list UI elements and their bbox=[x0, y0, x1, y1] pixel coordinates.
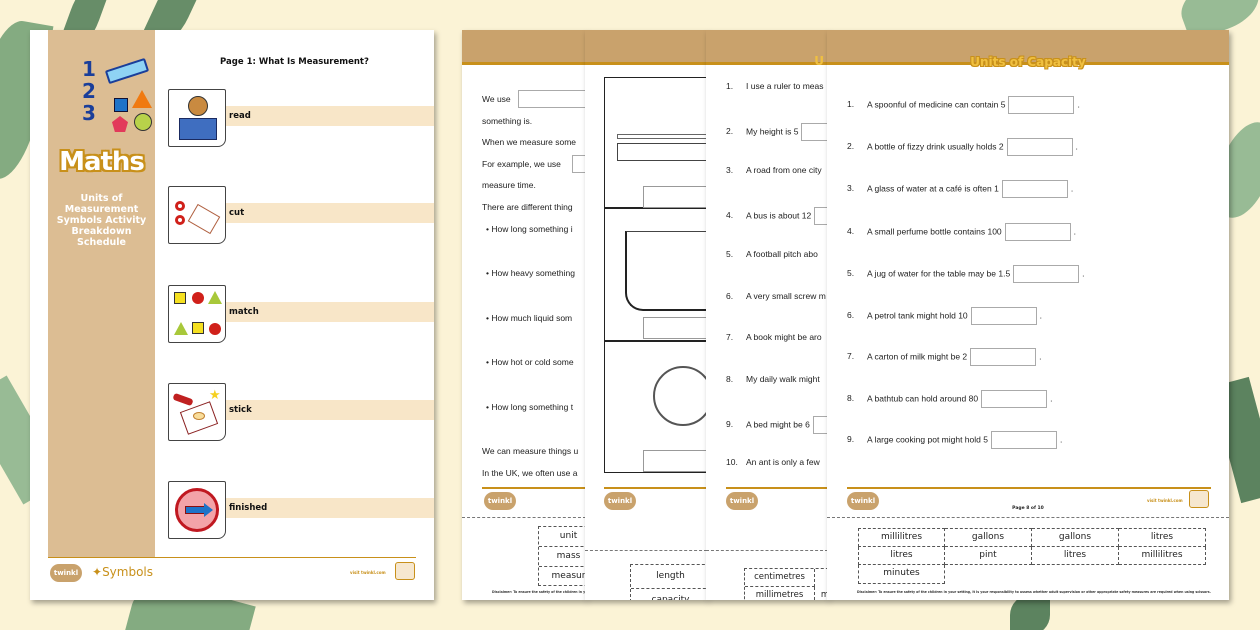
step-label: stick bbox=[229, 405, 252, 415]
page-units-of-capacity: Units of Capacity 1.A spoonful of medici… bbox=[827, 30, 1229, 600]
jug-picture-frame bbox=[604, 208, 707, 341]
word-card[interactable]: litres bbox=[1119, 528, 1206, 547]
pencil-icon bbox=[617, 134, 707, 139]
word-card[interactable]: measur bbox=[539, 567, 586, 587]
clock-icon bbox=[653, 366, 707, 426]
step-label: finished bbox=[229, 503, 268, 513]
word-card[interactable]: litres bbox=[858, 547, 945, 565]
visit-link[interactable]: visit twinkl.com bbox=[1147, 498, 1183, 503]
word-card[interactable]: litres bbox=[1032, 547, 1119, 565]
word-card[interactable]: gallons bbox=[945, 528, 1032, 547]
twinkl-logo: twinkl bbox=[50, 564, 82, 582]
word-card[interactable]: pint bbox=[945, 547, 1032, 565]
read-icon bbox=[168, 89, 226, 147]
page-heading: Units of Capacity bbox=[970, 55, 1086, 69]
answer-box[interactable] bbox=[990, 431, 1057, 449]
word-cards: length capacity bbox=[630, 564, 707, 600]
twinkl-logo: twinkl bbox=[847, 492, 879, 510]
answer-box[interactable] bbox=[1013, 265, 1080, 283]
page-title: Page 1: What Is Measurement? bbox=[220, 57, 369, 67]
page-what-is-measurement: We use something is. When we measure som… bbox=[462, 30, 586, 600]
ruler-icon bbox=[617, 143, 707, 161]
step-row: finished bbox=[168, 481, 434, 541]
stick-icon: ★ bbox=[168, 383, 226, 441]
word-card[interactable]: millilitres bbox=[1119, 547, 1206, 565]
answer-box[interactable] bbox=[518, 90, 586, 108]
step-label: read bbox=[229, 111, 251, 121]
cut-line bbox=[706, 550, 828, 551]
cut-icon bbox=[168, 186, 226, 244]
word-card[interactable]: millilitres bbox=[858, 528, 945, 547]
page-number: Page 8 of 10 bbox=[1012, 506, 1044, 511]
step-row: cut bbox=[168, 186, 434, 246]
answer-box[interactable] bbox=[643, 450, 707, 472]
page-measuring-tools: twinkl length capacity Disclaimer: To en… bbox=[585, 30, 707, 600]
word-card[interactable]: gallons bbox=[1032, 528, 1119, 547]
answer-box[interactable] bbox=[970, 307, 1037, 325]
step-row: match bbox=[168, 285, 434, 345]
answer-box[interactable] bbox=[814, 207, 828, 225]
word-card[interactable]: unit bbox=[539, 527, 586, 547]
twinkl-logo: twinkl bbox=[726, 492, 758, 510]
word-card[interactable]: m bbox=[820, 590, 828, 600]
word-card[interactable]: minutes bbox=[858, 565, 945, 584]
word-card[interactable]: centimetres bbox=[745, 569, 815, 587]
answer-box[interactable] bbox=[1008, 96, 1075, 114]
answer-box[interactable] bbox=[970, 348, 1037, 366]
cut-line bbox=[462, 517, 586, 518]
quality-badge-icon bbox=[1189, 490, 1209, 508]
maths-brand: Maths bbox=[59, 147, 145, 177]
page-units-of-length: U 1.I use a ruler to meas 2.My height is… bbox=[706, 30, 828, 600]
document-subtitle: Units of Measurement Symbols Activity Br… bbox=[56, 193, 147, 248]
step-label: cut bbox=[229, 208, 245, 218]
step-row: read bbox=[168, 89, 434, 149]
twinkl-logo: twinkl bbox=[604, 492, 636, 510]
symbols-brand: ✦Symbols bbox=[92, 565, 154, 579]
answer-box[interactable] bbox=[643, 317, 707, 339]
answer-box[interactable] bbox=[643, 186, 707, 208]
ruler-picture-frame bbox=[604, 77, 707, 208]
step-label: match bbox=[229, 307, 259, 317]
quality-badge-icon bbox=[395, 562, 415, 580]
sidebar: 1 2 3 Maths Units of Measurement Symbols… bbox=[48, 30, 155, 557]
ruler-icon bbox=[104, 57, 150, 85]
answer-box[interactable] bbox=[801, 123, 828, 141]
heading-fragment: U bbox=[814, 54, 824, 68]
word-card[interactable]: millimetres bbox=[745, 587, 815, 600]
answer-box[interactable] bbox=[1004, 223, 1071, 241]
word-cards: unit mass measur bbox=[538, 526, 586, 586]
answer-box[interactable] bbox=[812, 416, 828, 434]
twinkl-logo: twinkl bbox=[484, 492, 516, 510]
word-card[interactable]: mass bbox=[539, 547, 586, 567]
visit-link[interactable]: visit twinkl.com bbox=[350, 570, 386, 575]
word-cards: millilitres gallons gallons litres litre… bbox=[858, 528, 1206, 584]
measuring-jug-icon bbox=[625, 231, 707, 311]
word-card[interactable]: length bbox=[631, 565, 707, 589]
word-card[interactable]: capacity bbox=[631, 589, 707, 600]
cut-line bbox=[585, 550, 707, 551]
page-symbols-schedule: 1 2 3 Maths Units of Measurement Symbols… bbox=[30, 30, 434, 600]
step-row: ★ stick bbox=[168, 383, 434, 443]
numbers-icon: 1 2 3 bbox=[82, 57, 96, 125]
cut-line bbox=[827, 517, 1229, 518]
word-cards: centimetres millimetres m bbox=[744, 568, 828, 600]
answer-box[interactable] bbox=[1006, 138, 1073, 156]
match-icon bbox=[168, 285, 226, 343]
answer-box[interactable] bbox=[1001, 180, 1068, 198]
clock-picture-frame bbox=[604, 341, 707, 473]
finished-icon bbox=[168, 481, 226, 539]
answer-box[interactable] bbox=[572, 155, 586, 173]
answer-box[interactable] bbox=[981, 390, 1048, 408]
